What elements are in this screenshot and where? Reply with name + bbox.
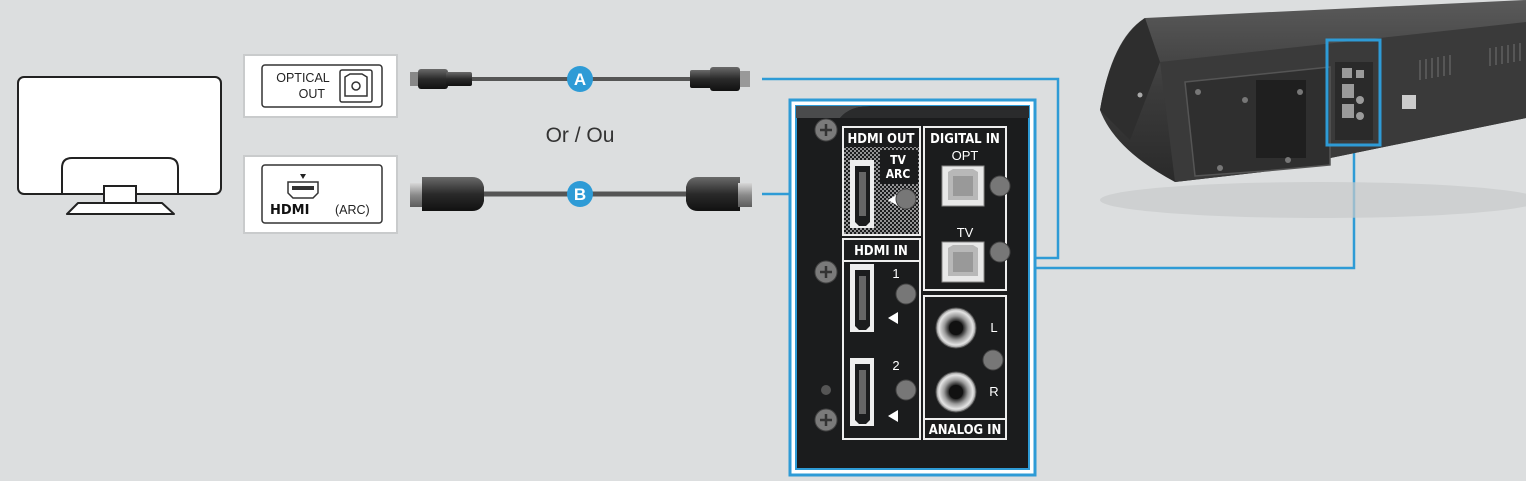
arc-triangle-icon — [888, 410, 898, 422]
hdmi-arc-label: (ARC) — [335, 203, 370, 217]
hdmi-in-1-label: 1 — [892, 266, 899, 281]
opt-label: OPT — [952, 148, 979, 163]
hdmi-in-2-label: 2 — [892, 358, 899, 373]
optical-plug-icon — [410, 69, 472, 89]
hdmi-out-label: HDMI OUT — [848, 132, 915, 147]
tv-optical-port: OPTICAL OUT — [243, 54, 398, 118]
digital-in-label: DIGITAL IN — [930, 132, 1000, 147]
hdmi-port-icon — [287, 181, 319, 199]
optical-label-line2: OUT — [299, 87, 326, 101]
analog-l-label: L — [990, 320, 997, 335]
soundbar-icon — [1100, 0, 1526, 218]
rear-panel: HDMI OUT TV ARC DIGITAL IN OPT TV HD — [788, 98, 1037, 477]
screw-icon — [982, 349, 1004, 371]
arc-triangle-icon — [300, 174, 306, 179]
hdmi-port-icon — [850, 358, 874, 426]
tv-input-label: TV — [957, 225, 974, 240]
tv-icon — [17, 76, 222, 215]
soundbar-port-highlight — [1325, 38, 1382, 147]
marker-a — [567, 66, 593, 92]
optical-port-icon — [941, 165, 985, 207]
screw-icon — [895, 283, 917, 305]
screw-icon — [989, 175, 1011, 197]
optical-port-icon — [941, 241, 985, 283]
analog-r-label: R — [989, 384, 998, 399]
tv-arc-line2: ARC — [886, 167, 911, 181]
optical-plug-icon — [690, 67, 750, 91]
screw-icon — [814, 118, 838, 432]
arc-triangle-icon — [888, 312, 898, 324]
screw-icon — [895, 379, 917, 401]
marker-b — [567, 181, 593, 207]
hdmi-plug-icon — [410, 177, 484, 211]
screw-icon — [895, 188, 917, 210]
screw-icon — [989, 241, 1011, 263]
optical-port-icon — [339, 69, 373, 103]
optical-label-line1: OPTICAL — [276, 71, 330, 85]
tv-arc-line1: TV — [890, 153, 906, 167]
tv-hdmi-port: HDMI (ARC) — [243, 155, 398, 234]
marker-b-label: B — [574, 185, 586, 204]
analog-in-label: ANALOG IN — [929, 423, 1002, 438]
marker-a-label: A — [574, 70, 586, 89]
hdmi-in-label: HDMI IN — [854, 244, 908, 259]
hdmi-port-icon — [850, 264, 874, 332]
hdmi-plug-icon — [686, 177, 752, 211]
optical-cable-a: A — [410, 66, 750, 92]
arc-triangle-icon — [888, 194, 898, 206]
hdmi-cable-b: B — [410, 177, 752, 211]
alternative-text: Or / Ou — [546, 124, 615, 147]
hdmi-logo: HDMI — [270, 203, 309, 218]
hdmi-port-icon — [850, 160, 874, 228]
